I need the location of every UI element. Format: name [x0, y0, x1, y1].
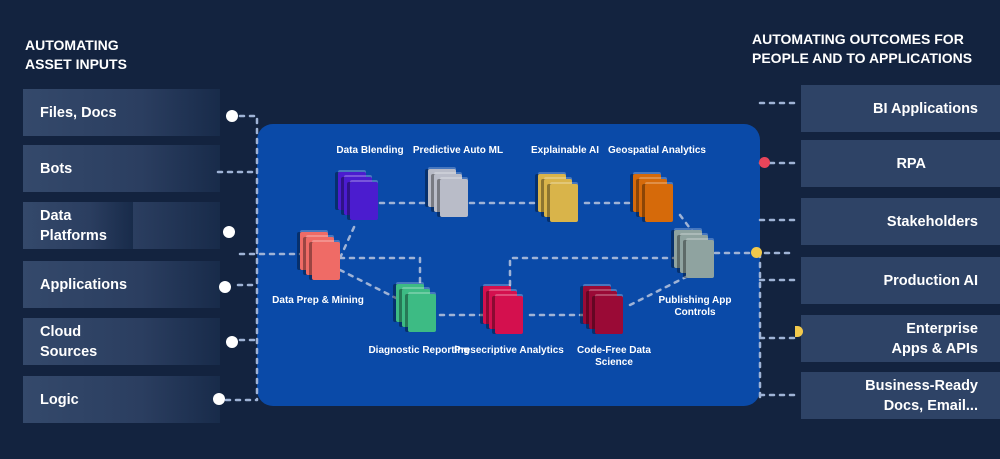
input-logic: Logic [23, 376, 220, 423]
output-stakeholders: Stakeholders [801, 198, 1000, 245]
cube-slab [645, 184, 673, 222]
input-applications: Applications [23, 261, 220, 308]
output-connector-dot [751, 247, 762, 258]
input-connector-dot [219, 281, 231, 293]
input-label: Logic [40, 391, 79, 408]
left-header-line: AUTOMATING [25, 37, 119, 53]
output-label: Business-Ready Docs, Email... [865, 377, 978, 414]
right-header: AUTOMATING OUTCOMES FOR PEOPLE AND TO APP… [752, 30, 972, 68]
input-connector-dot [223, 226, 235, 238]
cube-slab [495, 296, 523, 334]
rpa-connector-dot [759, 157, 770, 168]
output-label: RPA [896, 155, 926, 172]
input-label: Cloud Sources [40, 323, 98, 360]
cube-slab [595, 296, 623, 334]
prescriptive-analytics-cube-icon [483, 286, 527, 338]
input-data-platforms: Data Platforms [23, 202, 133, 249]
cube-slab [686, 240, 714, 278]
code-free-data-science-label: Code-Free Data Science [577, 345, 651, 368]
input-label: Bots [40, 160, 73, 177]
output-label: Stakeholders [886, 213, 978, 230]
input-connector-dot [226, 336, 238, 348]
input-label: Data Platforms [40, 207, 107, 244]
cube-slab [550, 184, 578, 222]
cube-slab [350, 182, 378, 220]
input-connector-dot [226, 110, 238, 122]
publishing-app-controls-cube-icon [674, 230, 718, 282]
output-label: Enterprise Apps & APIs [891, 320, 978, 357]
output-business-ready-docs: Business-Ready Docs, Email... [801, 372, 1000, 419]
box-fill [133, 202, 220, 249]
output-rpa: RPA [801, 140, 1000, 187]
cube-slab [408, 294, 436, 332]
input-label: Applications [40, 276, 128, 293]
output-production-ai: Production AI [801, 257, 1000, 304]
output-bi-applications: BI Applications [801, 85, 1000, 132]
predictive-auto-ml-cube-icon [428, 169, 472, 221]
output-label: Production AI [883, 272, 978, 289]
left-header-line: ASSET INPUTS [25, 56, 127, 72]
cube-slab [440, 179, 468, 217]
input-cloud-sources: Cloud Sources [23, 318, 220, 365]
geospatial-analytics-label: Geospatial Analytics [608, 145, 706, 156]
diagnostic-reporting-cube-icon [396, 284, 440, 336]
output-label: BI Applications [873, 100, 978, 117]
data-prep-mining-label: Data Prep & Mining [272, 295, 364, 306]
diagnostic-reporting-label: Diagnostic Reporting [368, 345, 470, 356]
right-header-line: PEOPLE AND TO APPLICATIONS [752, 50, 973, 66]
prescriptive-analytics-label: Presecriptive Analytics [454, 345, 564, 356]
left-header: AUTOMATING ASSET INPUTS [25, 36, 127, 74]
output-enterprise-apps: Enterprise Apps & APIs [801, 315, 1000, 362]
right-header-line: AUTOMATING OUTCOMES FOR [752, 31, 964, 47]
data-blending-cube-icon [338, 172, 382, 224]
code-free-data-science-cube-icon [583, 286, 627, 338]
publishing-app-controls-label: Publishing App Controls [658, 295, 732, 318]
cube-slab [312, 242, 340, 280]
input-files-docs: Files, Docs [23, 89, 220, 136]
input-connector-dot [213, 393, 225, 405]
geospatial-analytics-cube-icon [633, 174, 677, 226]
predictive-auto-ml-label: Predictive Auto ML [412, 145, 504, 156]
input-bots: Bots [23, 145, 220, 192]
explainable-ai-label: Explainable AI [531, 145, 599, 156]
data-blending-label: Data Blending [336, 145, 404, 156]
output-connector-dot [795, 326, 803, 337]
data-prep-mining-cube-icon [300, 232, 344, 284]
explainable-ai-cube-icon [538, 174, 582, 226]
input-label: Files, Docs [40, 104, 117, 121]
